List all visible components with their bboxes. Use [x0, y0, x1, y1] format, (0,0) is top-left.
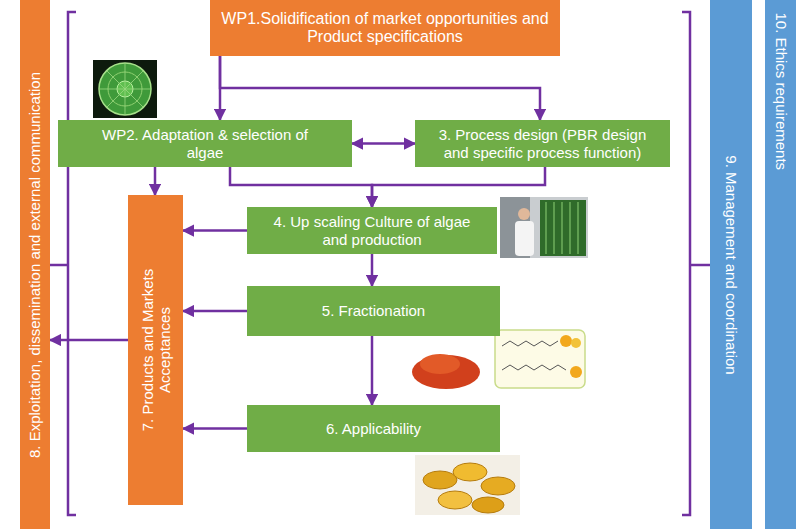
- molecule-chain: [502, 365, 566, 370]
- photo-ground: [415, 455, 520, 515]
- bracket-line: [682, 12, 690, 515]
- powder-top: [420, 354, 460, 374]
- box-label: WP2. Adaptation & selection of algae: [99, 126, 311, 161]
- box-label: 10. Ethics requirements: [772, 12, 789, 517]
- work-package-box: 5. Fractionation: [247, 286, 500, 336]
- box-label: 8. Exploitation, dissemination and exter…: [26, 15, 43, 515]
- molecule-ring: [560, 335, 572, 347]
- work-package-box: 3. Process design (PBR design and specif…: [415, 120, 670, 167]
- box-label: 9. Management and coordination: [722, 15, 739, 515]
- box-label: WP1.Solidification of market opportuniti…: [220, 10, 550, 47]
- person-coat: [515, 221, 534, 256]
- bracket-tick: [50, 264, 68, 267]
- molecule-chain: [502, 341, 558, 346]
- capsule: [438, 491, 472, 509]
- capsules-picture: [415, 455, 520, 515]
- diatom-shell: [99, 63, 151, 115]
- lab-photo: [500, 197, 588, 258]
- box-label: 4. Up scaling Culture of algae and produ…: [260, 213, 485, 248]
- chemical-structure-picture: [495, 330, 585, 388]
- capsule: [481, 477, 515, 495]
- diatom-picture: [93, 60, 157, 118]
- diatom-ribs: [99, 63, 151, 115]
- work-package-bar: 7. Products and Markets Acceptances: [128, 195, 183, 505]
- bracket: [682, 12, 710, 515]
- reactor-panel: [540, 200, 586, 256]
- molecule-ring: [570, 366, 582, 378]
- work-package-box: WP1.Solidification of market opportuniti…: [210, 0, 560, 56]
- flow-arrow: [154, 167, 157, 195]
- work-package-bar: 9. Management and coordination: [710, 0, 752, 529]
- powder-heap: [412, 355, 480, 389]
- flow-arrow: [183, 310, 247, 313]
- person-head: [518, 208, 530, 220]
- structure-card: [495, 330, 585, 388]
- flow-arrow: [372, 167, 545, 207]
- flow-arrow: [220, 56, 540, 120]
- photo-ground: [93, 60, 157, 118]
- molecule-ring: [571, 338, 581, 348]
- flow-arrow: [183, 427, 247, 430]
- flow-arrow: [352, 142, 415, 145]
- flow-arrow: [183, 229, 247, 232]
- work-package-box: WP2. Adaptation & selection of algae: [58, 120, 352, 167]
- capsule: [423, 471, 457, 489]
- box-label: 5. Fractionation: [322, 302, 425, 319]
- capsule: [453, 463, 487, 481]
- work-package-box: 6. Applicability: [247, 405, 500, 452]
- flow-arrow: [371, 254, 374, 286]
- work-package-bar: 10. Ethics requirements: [765, 0, 796, 529]
- work-package-bar: 8. Exploitation, dissemination and exter…: [20, 0, 50, 529]
- photo-ground: [500, 197, 588, 258]
- work-package-box: 4. Up scaling Culture of algae and produ…: [247, 207, 497, 254]
- powder-picture: [412, 354, 480, 389]
- flow-arrow: [50, 339, 128, 342]
- reactor-tubes: [546, 202, 578, 254]
- capsule: [472, 497, 504, 513]
- flow-arrow: [230, 167, 372, 207]
- flow-arrow: [371, 336, 374, 405]
- bracket-line: [68, 12, 76, 515]
- bracket: [50, 12, 76, 515]
- bracket-tick: [690, 264, 710, 267]
- box-label: 6. Applicability: [326, 420, 421, 437]
- box-label: 3. Process design (PBR design and specif…: [435, 126, 650, 161]
- box-label: 7. Products and Markets Acceptances: [138, 258, 173, 443]
